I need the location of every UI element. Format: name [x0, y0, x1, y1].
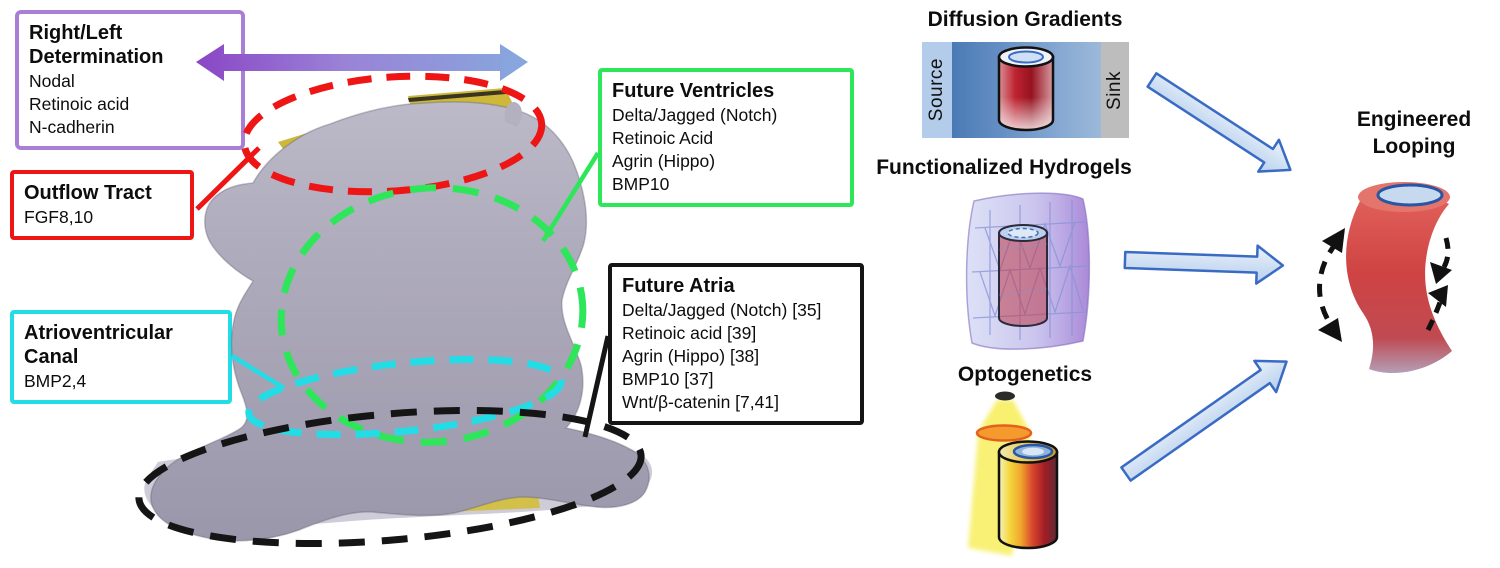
box-title: Atrioventricular Canal — [24, 322, 173, 368]
sink-label: Sink — [1104, 70, 1125, 110]
lens — [975, 424, 1033, 442]
twist-arrowhead-up — [1428, 285, 1448, 307]
box-future-atria: Future Atria Delta/Jagged (Notch) [35] R… — [608, 263, 864, 425]
engineered-looping-title-line1: Engineered — [1356, 108, 1472, 131]
box-line: Retinoic Acid — [612, 128, 714, 148]
hydrogel-cube-graphic — [965, 192, 1091, 350]
heart-tube-nub — [504, 102, 522, 127]
box-line: Retinoic acid [39] — [622, 323, 757, 343]
hydrogel-cube — [965, 192, 1091, 350]
box-line: Delta/Jagged (Notch) — [612, 105, 778, 125]
diffusion-gradients-title: Diffusion Gradients — [927, 8, 1123, 31]
hydrogel-lattice — [971, 200, 1089, 340]
bending-arrows — [1317, 228, 1452, 342]
optogenetics-title: Optogenetics — [957, 363, 1093, 386]
arrow-hydrogel-to-looping — [1123, 244, 1285, 285]
ventricles-connector-line — [541, 151, 600, 243]
box-line: N-cadherin — [29, 117, 115, 137]
box-atrioventricular-canal: Atrioventricular Canal BMP2,4 — [10, 310, 232, 404]
right-left-gradient-arrow — [196, 44, 528, 81]
arrow-optogenetics-to-looping — [1120, 359, 1288, 482]
future-ventricles-outline — [277, 184, 587, 446]
opto-cylinder — [997, 440, 1059, 550]
outflow-tract-outline — [240, 72, 546, 196]
avc-connector-line — [230, 354, 286, 390]
connector-lines — [195, 146, 611, 438]
bend-arrowhead-down — [1318, 318, 1342, 342]
diffusion-gradient-field — [952, 42, 1101, 138]
engineered-looping-tube — [1317, 182, 1452, 374]
optogenetics-graphic — [968, 391, 1059, 556]
diffusion-sink-strip: Sink — [1101, 42, 1129, 138]
box-line: BMP2,4 — [24, 371, 87, 391]
box-future-ventricles: Future Ventricles Delta/Jagged (Notch) R… — [598, 68, 854, 207]
engineered-looping-title: Engineered Looping — [1338, 106, 1490, 160]
looping-tube-lumen — [1376, 183, 1444, 207]
flow-arrows — [1120, 72, 1292, 482]
box-line: FGF8,10 — [24, 207, 94, 227]
light-source — [995, 391, 1015, 401]
functionalized-hydrogels-title: Functionalized Hydrogels — [876, 156, 1132, 179]
box-right-left-determination: Right/Left Determination Nodal Retinoic … — [15, 10, 245, 150]
diffusion-source-strip: Source — [922, 42, 952, 138]
light-beam-lower — [968, 434, 1030, 556]
box-line: Nodal — [29, 71, 75, 91]
box-line: Wnt/β-catenin [7,41] — [622, 392, 779, 412]
box-title: Future Ventricles — [612, 80, 775, 102]
model-base-platform — [144, 440, 653, 527]
diffusion-gradient-panel: Source Sink — [922, 42, 1129, 138]
source-label: Source — [926, 58, 947, 122]
light-beam-upper — [978, 400, 1030, 432]
bend-arrowhead-up — [1322, 228, 1345, 253]
box-line: Agrin (Hippo) — [612, 151, 716, 171]
box-line: Retinoic acid — [29, 94, 130, 114]
twist-arrowhead-down — [1430, 262, 1452, 284]
looping-tube-body — [1346, 194, 1452, 374]
box-line: Agrin (Hippo) [38] — [622, 346, 760, 366]
atrioventricular-canal-outline — [245, 355, 565, 439]
box-line: BMP10 [37] — [622, 369, 714, 389]
box-title: Outflow Tract — [24, 182, 152, 204]
engineered-looping-title-line2: Looping — [1372, 135, 1456, 158]
model-yellow-patches — [225, 88, 540, 512]
box-line: BMP10 — [612, 174, 670, 194]
atria-connector-line — [582, 335, 611, 438]
hydrogel-inner-cylinder — [998, 224, 1048, 327]
box-title: Right/Left Determination — [29, 22, 164, 68]
outflow-connector-line — [195, 146, 261, 211]
looping-tube-rim — [1358, 182, 1450, 212]
box-title: Future Atria — [622, 275, 735, 297]
future-atria-outline — [135, 407, 645, 547]
box-line: Delta/Jagged (Notch) [35] — [622, 300, 822, 320]
box-outflow-tract: Outflow Tract FGF8,10 — [10, 170, 194, 240]
arrow-diffusion-to-looping — [1146, 72, 1292, 173]
